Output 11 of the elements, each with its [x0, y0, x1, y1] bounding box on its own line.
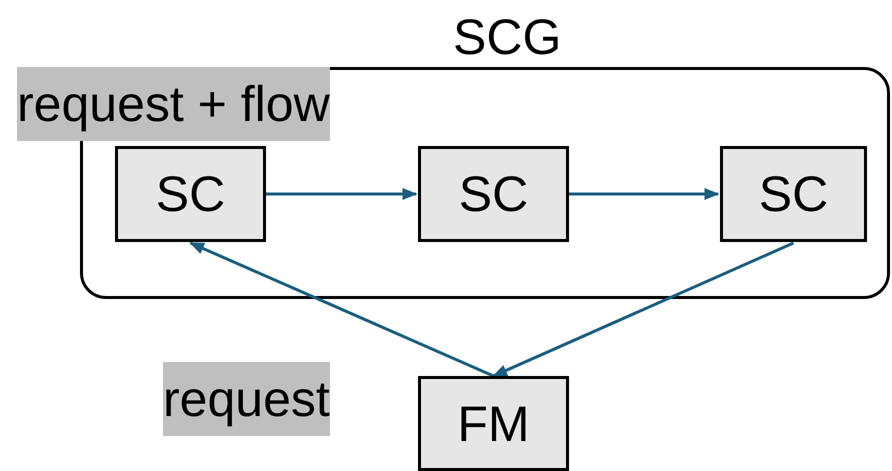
- process-box: FM: [418, 376, 569, 471]
- process-box: SC: [720, 146, 867, 242]
- arrow: [189, 242, 494, 378]
- text-label: request: [163, 362, 330, 436]
- process-box: SC: [115, 146, 266, 242]
- text-label: request + flow: [17, 67, 330, 141]
- arrow: [266, 188, 418, 200]
- group-title: SCG: [453, 12, 562, 62]
- arrow: [492, 242, 794, 378]
- process-box: SC: [418, 146, 569, 242]
- arrow: [569, 188, 720, 200]
